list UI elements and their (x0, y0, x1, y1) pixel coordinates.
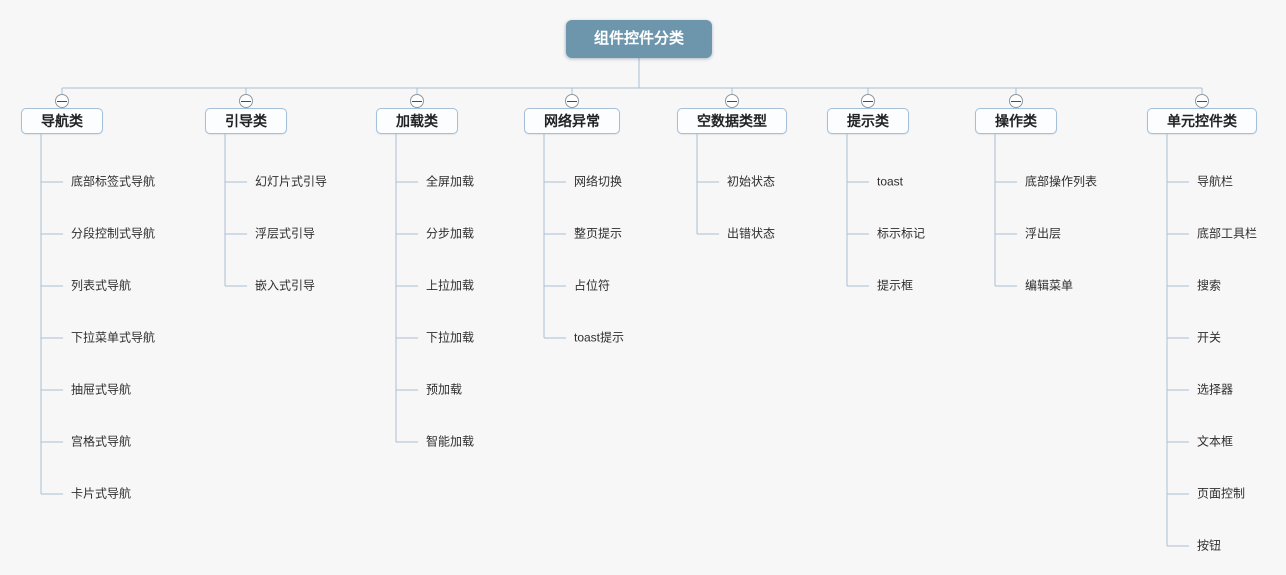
collapse-minus-icon[interactable] (1195, 94, 1209, 108)
leaf-node[interactable]: 嵌入式引导 (255, 278, 316, 293)
minus-glyph (241, 100, 251, 102)
minus-glyph (412, 100, 422, 102)
leaf-node[interactable]: 下拉加载 (426, 330, 475, 345)
leaf-node[interactable]: 下拉菜单式导航 (71, 330, 156, 345)
leaf-node[interactable]: 列表式导航 (71, 278, 132, 293)
leaf-node[interactable]: 网络切换 (574, 174, 623, 189)
collapse-minus-icon[interactable] (861, 94, 875, 108)
minus-glyph (727, 100, 737, 102)
leaf-node[interactable]: 按钮 (1197, 538, 1222, 553)
leaf-node[interactable]: toast (877, 174, 904, 189)
leaf-node[interactable]: 提示框 (877, 278, 914, 293)
branch-node[interactable]: 操作类 (975, 108, 1057, 134)
collapse-minus-icon[interactable] (410, 94, 424, 108)
branch-node[interactable]: 导航类 (21, 108, 103, 134)
connector-path (40, 58, 1203, 547)
leaf-node[interactable]: 占位符 (574, 278, 611, 293)
leaf-node[interactable]: 分步加载 (426, 226, 475, 241)
leaf-node[interactable]: 导航栏 (1197, 174, 1234, 189)
collapse-minus-icon[interactable] (565, 94, 579, 108)
collapse-minus-icon[interactable] (1009, 94, 1023, 108)
leaf-node[interactable]: 预加载 (426, 382, 463, 397)
leaf-node[interactable]: 标示标记 (877, 226, 926, 241)
leaf-node[interactable]: toast提示 (574, 330, 625, 345)
leaf-node[interactable]: 页面控制 (1197, 486, 1246, 501)
leaf-node[interactable]: 分段控制式导航 (71, 226, 156, 241)
branch-node[interactable]: 单元控件类 (1147, 108, 1257, 134)
minus-glyph (567, 100, 577, 102)
leaf-node[interactable]: 全屏加载 (426, 174, 475, 189)
leaf-node[interactable]: 搜索 (1197, 278, 1222, 293)
leaf-node[interactable]: 卡片式导航 (71, 486, 132, 501)
leaf-node[interactable]: 选择器 (1197, 382, 1234, 397)
collapse-minus-icon[interactable] (55, 94, 69, 108)
leaf-node[interactable]: 初始状态 (727, 174, 776, 189)
leaf-node[interactable]: 编辑菜单 (1025, 278, 1074, 293)
leaf-node[interactable]: 底部工具栏 (1197, 226, 1258, 241)
root-node[interactable]: 组件控件分类 (565, 20, 713, 58)
leaf-node[interactable]: 文本框 (1197, 434, 1234, 449)
collapse-minus-icon[interactable] (239, 94, 253, 108)
leaf-node[interactable]: 智能加载 (426, 434, 475, 449)
minus-glyph (863, 100, 873, 102)
branch-node[interactable]: 空数据类型 (677, 108, 787, 134)
leaf-node[interactable]: 底部标签式导航 (71, 174, 156, 189)
branch-node[interactable]: 提示类 (827, 108, 909, 134)
leaf-node[interactable]: 上拉加载 (426, 278, 475, 293)
leaf-node[interactable]: 底部操作列表 (1025, 174, 1098, 189)
minus-glyph (1197, 100, 1207, 102)
collapse-minus-icon[interactable] (725, 94, 739, 108)
leaf-node[interactable]: 开关 (1197, 330, 1222, 345)
leaf-node[interactable]: 宫格式导航 (71, 434, 132, 449)
leaf-node[interactable]: 出错状态 (727, 226, 776, 241)
leaf-node[interactable]: 浮层式引导 (255, 226, 316, 241)
branch-node[interactable]: 引导类 (205, 108, 287, 134)
branch-node[interactable]: 网络异常 (524, 108, 620, 134)
leaf-node[interactable]: 幻灯片式引导 (255, 174, 328, 189)
branch-node[interactable]: 加载类 (376, 108, 458, 134)
leaf-node[interactable]: 浮出层 (1025, 226, 1062, 241)
leaf-node[interactable]: 整页提示 (574, 226, 623, 241)
minus-glyph (1011, 100, 1021, 102)
leaf-node[interactable]: 抽屉式导航 (71, 382, 132, 397)
minus-glyph (57, 100, 67, 102)
